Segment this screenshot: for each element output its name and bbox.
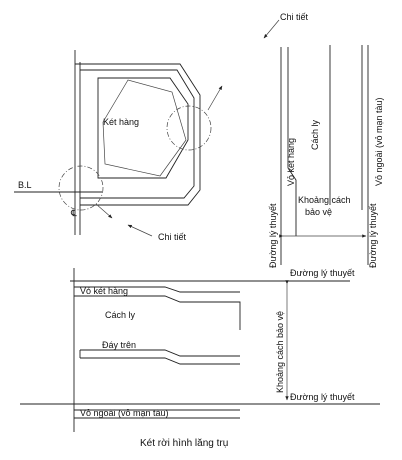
vertical-detail: Chi tiết Vỏ két hàng Cách ly Vỏ ngoài (v… <box>263 12 384 268</box>
khoang-cach-bao-ve-vertical-label: Khoảng cách bảo vệ <box>275 311 285 393</box>
cach-ly-label: Cách ly <box>105 310 136 320</box>
detail-circle-upper <box>166 105 212 151</box>
inner-hull-outline <box>80 69 195 199</box>
horizontal-detail: Đường lý thuyết Vỏ két hàng Cách ly Đáy … <box>20 268 380 432</box>
duong-ly-thuyet-bottom-label: Đường lý thuyết <box>290 392 355 402</box>
cargo-tank-outline <box>97 77 189 179</box>
duong-ly-thuyet-right-vertical-label: Đường lý thuyết <box>368 203 378 268</box>
khoang-cach-line2: bảo vệ <box>305 207 332 217</box>
prism-tank-shape <box>102 79 187 177</box>
detail-circle-lower <box>58 165 104 211</box>
chi-tiet-bottom-label: Chi tiết <box>158 232 187 242</box>
cargo-tank-shell-line <box>287 47 297 236</box>
ket-hang-label: Két hàng <box>103 117 139 127</box>
outer-hull-outline <box>75 63 201 206</box>
cargo-shell-bottom-line <box>74 295 241 330</box>
duong-ly-thuyet-left-vertical-label: Đường lý thuyết <box>268 203 278 268</box>
chi-tiet-top-label: Chi tiết <box>280 12 309 22</box>
bl-label: B.L <box>18 180 32 190</box>
day-tren-label: Đáy trên <box>102 340 136 350</box>
inner-bottom-top-line <box>80 349 240 357</box>
chi-tiet-bottom-arrow <box>127 224 153 237</box>
cargo-shell-top-line <box>74 286 240 293</box>
detail-arrow-lower <box>95 203 113 219</box>
duong-ly-thuyet-top-label: Đường lý thuyết <box>290 268 355 278</box>
inner-bottom-lower-line <box>80 357 240 365</box>
chi-tiet-top-arrow <box>263 19 280 39</box>
centerline-symbol: ℄ <box>70 208 77 218</box>
detail-arrow-upper <box>207 85 223 111</box>
vo-ngoai-vertical-label: Vỏ ngoài (vỏ mạn tàu) <box>374 97 384 186</box>
vo-ket-hang-vertical-label: Vỏ két hàng <box>286 138 296 186</box>
vo-ngoai-label: Vỏ ngoài (vỏ mạn tàu) <box>80 408 169 418</box>
tank-cross-section: Két hàng B.L ℄ Chi tiết <box>14 50 223 242</box>
cach-ly-vertical-label: Cách ly <box>310 119 320 150</box>
caption: Két rời hình lăng trụ <box>140 438 228 449</box>
khoang-cach-line1: Khoảng cách <box>298 195 351 205</box>
vo-ket-hang-label: Vỏ két hàng <box>80 286 128 296</box>
